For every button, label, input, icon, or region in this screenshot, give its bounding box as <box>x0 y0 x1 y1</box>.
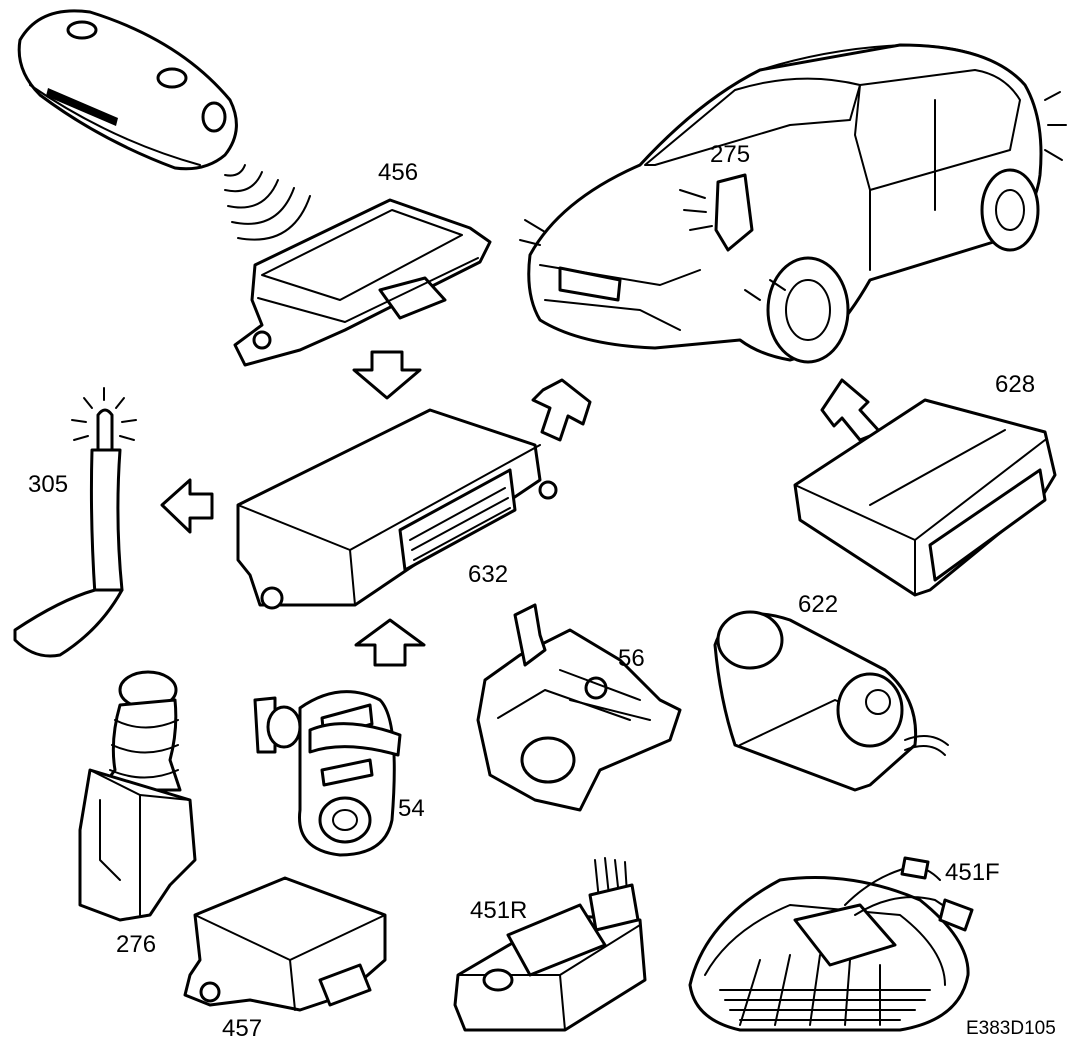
label-632: 632 <box>468 561 508 588</box>
label-276: 276 <box>116 931 156 958</box>
warning-lamp-305: 305 <box>13 387 137 658</box>
rear-light-unit-451r: 451R <box>453 857 647 1032</box>
arrow-left-to-305 <box>160 478 214 534</box>
module-457: 457 <box>183 876 387 1042</box>
lens-grid <box>719 954 931 1026</box>
tilt-sensor-276: 276 <box>78 670 197 958</box>
flash-lines <box>519 91 1067 301</box>
label-305: 305 <box>28 471 68 498</box>
car: 275 <box>519 43 1067 364</box>
actuator-622: 622 <box>713 591 949 792</box>
lamp-glow-lines <box>71 387 137 441</box>
label-54: 54 <box>398 795 425 822</box>
label-457: 457 <box>222 1015 262 1042</box>
arrow-to-car-right <box>820 378 882 442</box>
module-628: 628 <box>793 371 1057 597</box>
figure-reference: E383D105 <box>966 1018 1056 1039</box>
label-622: 622 <box>798 591 838 618</box>
label-451f: 451F <box>945 859 1000 886</box>
key-fob <box>17 9 311 241</box>
radio-signal-arcs <box>224 164 311 241</box>
arrow-up-to-632 <box>354 618 426 667</box>
label-628: 628 <box>995 371 1035 398</box>
lock-56: 56 <box>476 603 682 812</box>
sensor-275 <box>714 173 754 252</box>
door-switch-54: 54 <box>253 690 425 857</box>
label-456: 456 <box>378 159 418 186</box>
front-light-unit-451f: 451F <box>688 856 1000 1032</box>
label-275: 275 <box>710 141 750 168</box>
remote-receiver-456: 456 <box>233 159 492 367</box>
central-control-unit-632: 632 <box>236 408 558 610</box>
arrow-to-car-left <box>531 378 592 442</box>
label-451r: 451R <box>470 897 527 924</box>
arrow-down-to-632 <box>352 350 422 400</box>
label-56: 56 <box>618 645 645 672</box>
